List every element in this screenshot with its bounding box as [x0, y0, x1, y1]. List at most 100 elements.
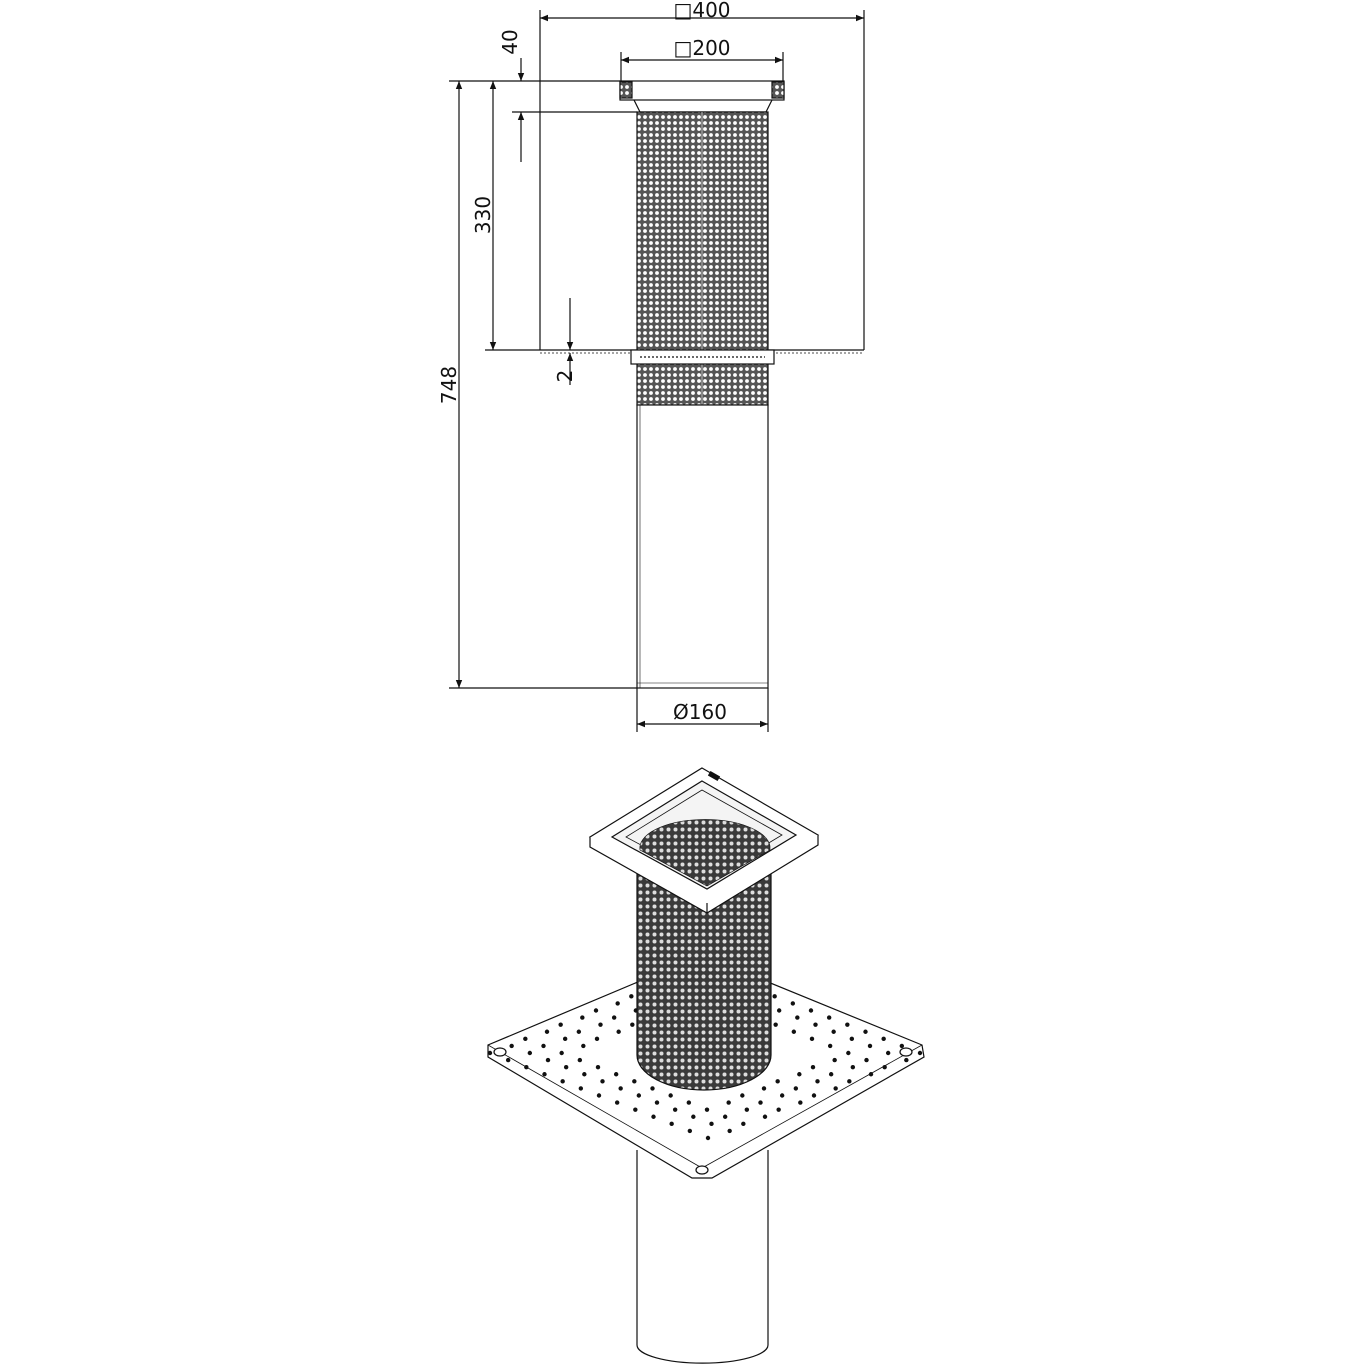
- plate-hole: [740, 1093, 745, 1098]
- dim-label-160: Ø160: [673, 700, 727, 724]
- plate-hole: [813, 1022, 818, 1027]
- plate-hole: [669, 1121, 674, 1127]
- plate-hole: [761, 1086, 767, 1091]
- plate-hole: [850, 1064, 856, 1070]
- plate-hole: [773, 1022, 778, 1027]
- plate-hole: [808, 1008, 814, 1013]
- iso-outlet-pipe: [636, 1150, 769, 1364]
- plate-hole: [776, 1107, 781, 1112]
- plate-hole: [542, 1072, 547, 1077]
- plate-hole: [527, 1050, 533, 1056]
- plate-hole: [827, 1043, 833, 1049]
- dim-label-2: 2: [553, 370, 577, 383]
- plate-hole: [611, 1015, 617, 1020]
- plate-hole: [762, 1114, 768, 1119]
- plate-hole: [487, 1050, 493, 1056]
- plate-hole: [791, 1029, 797, 1034]
- mounting-hole: [899, 1047, 913, 1057]
- plate-hole: [668, 1093, 673, 1098]
- elevation-view: [449, 10, 865, 732]
- plate-hole: [686, 1100, 692, 1105]
- plate-hole: [775, 1079, 780, 1084]
- plate-hole: [744, 1107, 750, 1112]
- plate-hole: [541, 1043, 546, 1049]
- plate-hole: [790, 1001, 796, 1006]
- plate-hole: [849, 1036, 855, 1042]
- plate-hole: [809, 1036, 815, 1042]
- plate-hole: [523, 1036, 528, 1042]
- plate-hole: [831, 1029, 836, 1034]
- plate-hole: [798, 1100, 803, 1105]
- plate-hole: [722, 1114, 728, 1119]
- plate-hole: [630, 1022, 635, 1027]
- plate-hole: [847, 1079, 852, 1084]
- plate-hole: [833, 1086, 838, 1091]
- plate-hole: [594, 1036, 600, 1042]
- plate-hole: [593, 1008, 599, 1013]
- dim-label-330: 330: [471, 196, 495, 234]
- plate-hole: [600, 1079, 605, 1084]
- isometric-view: [487, 767, 925, 1364]
- plate-hole: [772, 994, 777, 999]
- plate-hole: [832, 1057, 837, 1063]
- plate-hole: [881, 1036, 886, 1042]
- plate-hole: [577, 1057, 583, 1063]
- plate-hole: [509, 1043, 514, 1049]
- plate-hole: [797, 1072, 802, 1077]
- plate-hole: [758, 1100, 763, 1105]
- plate-hole: [709, 1121, 714, 1127]
- clamp-ring: [630, 349, 775, 365]
- plate-hole: [598, 1022, 603, 1027]
- plate-hole: [779, 1093, 785, 1098]
- plate-hole: [580, 1015, 585, 1020]
- outlet-pipe: [636, 404, 769, 689]
- plate-hole: [582, 1072, 587, 1077]
- iso-mesh-basket: [636, 854, 772, 1091]
- plate-hole: [596, 1093, 602, 1098]
- flange-seal-right: [771, 81, 785, 99]
- plate-hole: [868, 1072, 874, 1077]
- plate-hole: [705, 1135, 711, 1141]
- plate-hole: [795, 1015, 800, 1020]
- plate-hole: [651, 1114, 656, 1119]
- dim-label-748: 748: [437, 366, 461, 404]
- dim-label-40: 40: [498, 29, 522, 54]
- flange-seal-left: [619, 81, 633, 99]
- plate-hole: [576, 1029, 582, 1034]
- plate-hole: [563, 1064, 569, 1070]
- plate-hole: [917, 1050, 923, 1056]
- frame-label-mark: [707, 770, 721, 782]
- plate-hole: [544, 1029, 550, 1034]
- plate-hole: [650, 1086, 655, 1091]
- plate-hole: [691, 1114, 696, 1119]
- flange: [619, 80, 785, 101]
- plate-hole: [899, 1043, 905, 1049]
- plate-hole: [776, 1008, 782, 1013]
- plate-hole: [811, 1093, 817, 1098]
- plate-hole: [846, 1050, 851, 1056]
- plate-hole: [632, 1079, 637, 1084]
- plate-hole: [614, 1100, 620, 1105]
- plate-hole: [704, 1107, 710, 1112]
- plate-hole: [793, 1086, 799, 1091]
- plate-hole: [882, 1064, 887, 1070]
- plate-hole: [726, 1100, 731, 1105]
- flange-throat: [633, 99, 773, 113]
- plate-hole: [687, 1128, 693, 1134]
- plate-hole: [826, 1015, 832, 1020]
- plate-hole: [558, 1022, 563, 1027]
- plate-hole: [613, 1072, 619, 1077]
- plate-hole: [633, 1107, 638, 1112]
- plate-hole: [863, 1029, 868, 1034]
- plate-hole: [828, 1072, 834, 1077]
- plate-hole: [629, 994, 634, 999]
- mounting-hole: [493, 1047, 507, 1057]
- plate-hole: [885, 1050, 891, 1056]
- plate-hole: [505, 1057, 511, 1063]
- plate-hole: [845, 1022, 850, 1027]
- plate-hole: [654, 1100, 660, 1105]
- plate-hole: [562, 1036, 568, 1042]
- plate-hole: [867, 1043, 873, 1049]
